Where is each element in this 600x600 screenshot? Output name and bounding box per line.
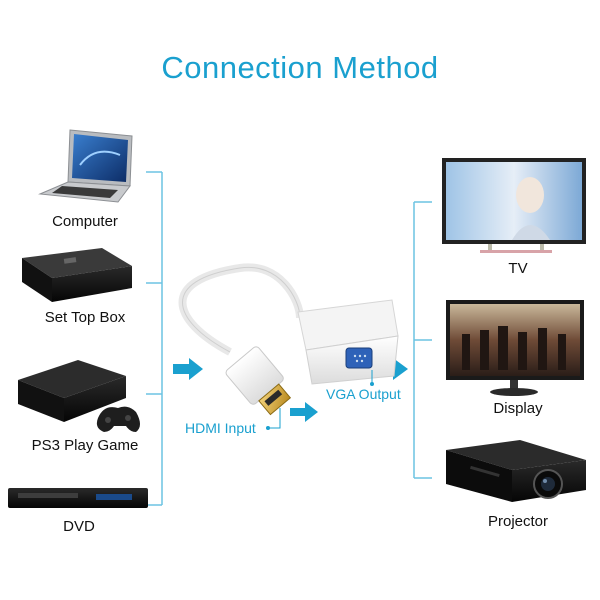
projector-icon [446, 440, 586, 502]
gamepad-icon [96, 406, 140, 432]
laptop-icon [38, 129, 133, 203]
output-label-projector: Projector [487, 513, 549, 530]
display-monitor-icon [446, 300, 584, 396]
hdmi-arrow-icon [290, 402, 318, 422]
dvd-player-icon [8, 488, 148, 508]
hdmi-vga-adapter-icon [178, 263, 399, 416]
input-label-set-top-box: Set Top Box [44, 309, 126, 326]
hdmi-input-label: HDMI Input [185, 420, 256, 436]
input-arrow-icon [173, 358, 203, 380]
input-label-dvd: DVD [63, 518, 95, 535]
ps3-console-icon [18, 360, 126, 422]
output-label-tv: TV [508, 260, 528, 277]
vga-output-label: VGA Output [326, 386, 401, 402]
right-connector-lines [413, 201, 432, 479]
set-top-box-icon [22, 248, 132, 302]
page-title: Connection Method [161, 50, 439, 85]
input-label-ps3: PS3 Play Game [31, 437, 139, 454]
input-label-computer: Computer [52, 213, 118, 230]
tv-icon [442, 158, 586, 253]
output-label-display: Display [493, 400, 543, 417]
left-connector-lines [146, 171, 163, 506]
label-pointer-lines [268, 370, 373, 429]
